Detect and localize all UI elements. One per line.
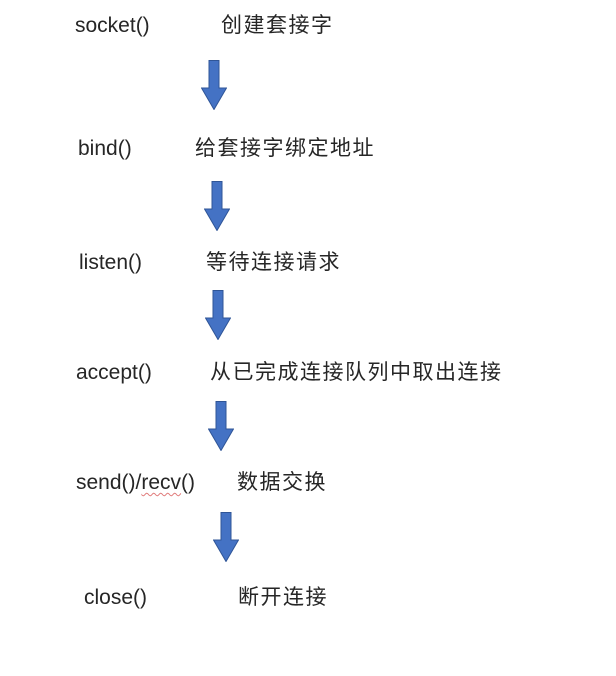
send-label-part: send()/ (76, 471, 142, 494)
step-function-label-close: close() (84, 586, 148, 609)
step-function-label-socket: socket() (75, 14, 150, 37)
down-arrow-shape (201, 60, 227, 110)
step-description-bind: 给套接字绑定地址 (195, 137, 375, 160)
step-function-label-send-recv: send()/recv() (76, 470, 195, 496)
step-description-accept: 从已完成连接队列中取出连接 (210, 361, 503, 384)
recv-label-part-spellcheck: recv (141, 471, 182, 494)
step-function-label-accept: accept() (76, 361, 152, 384)
step-description-listen: 等待连接请求 (206, 251, 341, 274)
step-function-label-bind: bind() (78, 137, 132, 160)
down-arrow-icon (205, 290, 231, 340)
down-arrow-icon (213, 512, 239, 562)
down-arrow-icon (201, 60, 227, 110)
down-arrow-shape (204, 181, 230, 231)
step-description-socket: 创建套接字 (221, 14, 334, 37)
down-arrow-shape (213, 512, 239, 562)
recv-parens-part: () (181, 471, 196, 494)
step-description-close: 断开连接 (238, 586, 328, 609)
down-arrow-icon (208, 401, 234, 451)
down-arrow-icon (204, 181, 230, 231)
down-arrow-shape (208, 401, 234, 451)
step-description-send-recv: 数据交换 (237, 471, 327, 494)
down-arrow-shape (205, 290, 231, 340)
step-function-label-listen: listen() (79, 251, 143, 274)
